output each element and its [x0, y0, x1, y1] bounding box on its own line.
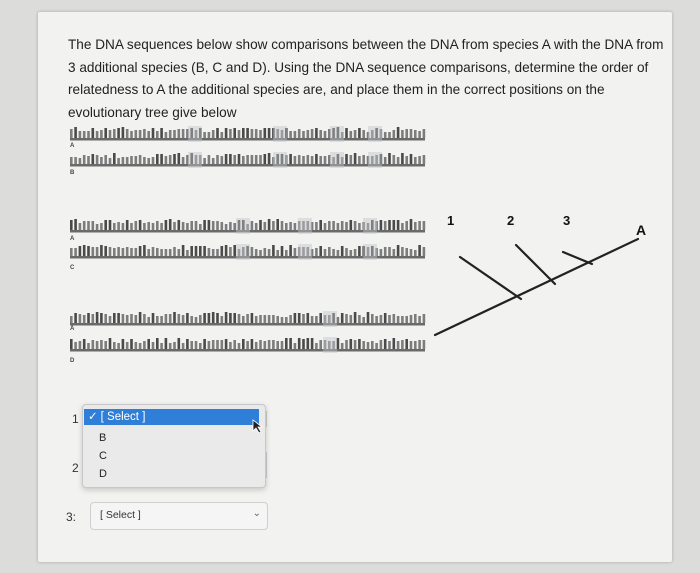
- dropdown-row-3-number: 3:: [66, 510, 77, 524]
- difference-highlight: [368, 152, 382, 168]
- dna-strand-icon: [70, 127, 426, 141]
- question-prompt: The DNA sequences below show comparisons…: [68, 34, 668, 124]
- difference-highlight: [368, 126, 382, 142]
- species-label-d: D: [70, 358, 75, 364]
- difference-highlight: [188, 126, 202, 142]
- dna-strand-icon: [70, 153, 426, 167]
- difference-highlight: [298, 218, 312, 234]
- tree-label-2: 2: [507, 213, 515, 228]
- dropdown-row-2-number: 2: [72, 461, 79, 475]
- question-line: evolutionary tree give below: [68, 104, 237, 120]
- select-3-value: [ Select ]: [100, 509, 141, 521]
- difference-highlight: [323, 311, 337, 327]
- option-select-placeholder[interactable]: ✓[ Select ]: [84, 409, 259, 425]
- difference-highlight: [236, 244, 250, 260]
- difference-highlight: [273, 126, 287, 142]
- species-label-a: A: [70, 143, 75, 149]
- option-c[interactable]: C: [99, 450, 107, 462]
- difference-highlight: [363, 244, 377, 260]
- dna-strand-icon: [70, 245, 426, 259]
- select-2-edge[interactable]: [258, 452, 267, 478]
- difference-highlight: [236, 218, 250, 234]
- difference-highlight: [363, 218, 377, 234]
- dropdown-row-1-number: 1: [72, 412, 79, 426]
- tree-label-1: 1: [447, 213, 455, 228]
- species-label-c: C: [70, 265, 75, 271]
- difference-highlight: [330, 126, 344, 142]
- difference-highlight: [323, 337, 337, 353]
- dna-comparison-a-d: [70, 311, 426, 353]
- species-label-b: B: [70, 170, 75, 176]
- difference-highlight: [273, 152, 287, 168]
- difference-highlight: [330, 152, 344, 168]
- difference-highlight: [188, 152, 202, 168]
- question-line: The DNA sequences below show comparisons…: [68, 37, 664, 52]
- option-d[interactable]: D: [99, 468, 107, 480]
- select-1-edge: [258, 411, 267, 427]
- dna-strand-icon: [70, 338, 426, 352]
- difference-highlight: [298, 244, 312, 260]
- question-line: relatedness to A the additional species …: [68, 82, 605, 97]
- check-icon: ✓: [88, 411, 98, 423]
- evolutionary-tree: [433, 237, 640, 337]
- tree-label-a: A: [636, 222, 647, 238]
- dna-comparison-a-c: [70, 218, 426, 260]
- tree-label-3: 3: [563, 213, 571, 228]
- dna-strand-icon: [70, 312, 426, 326]
- select-3[interactable]: [ Select ] ⌄: [90, 502, 268, 530]
- chevron-down-icon: ⌄: [252, 508, 261, 519]
- dna-strand-icon: [70, 219, 426, 233]
- option-b[interactable]: B: [99, 432, 107, 444]
- species-label-a: A: [70, 236, 75, 242]
- option-label: [ Select ]: [100, 411, 146, 423]
- species-label-a: A: [70, 326, 75, 332]
- dna-comparison-a-b: [70, 126, 426, 168]
- question-line: 3 additional species (B, C and D). Using…: [68, 59, 649, 75]
- mouse-cursor-icon: [252, 419, 264, 434]
